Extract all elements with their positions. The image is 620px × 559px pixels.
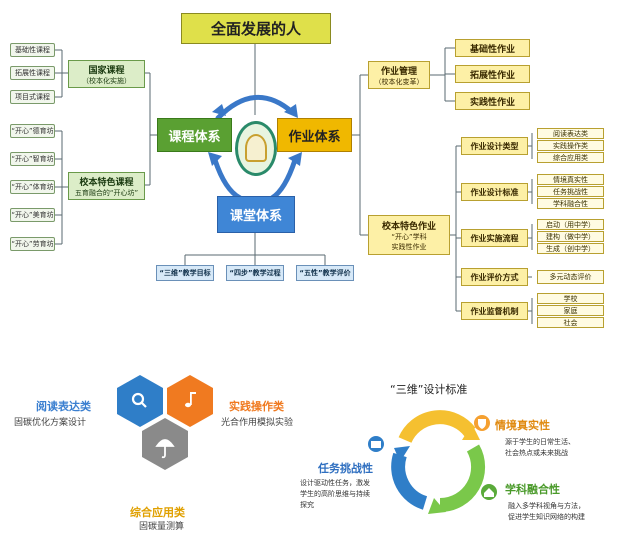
group-implementation-item-2: 建构（做中学） <box>537 231 604 242</box>
feature-course-title: 校本特色课程 <box>79 177 134 188</box>
group-implementation: 作业实施流程 <box>461 229 528 247</box>
feature-course-item-5: “开心”劳育坊 <box>10 237 55 251</box>
cycle-subject-desc2: 促进学生知识网络的构建 <box>508 513 585 521</box>
hex-read-sub: 固碳优化方案设计 <box>14 418 87 428</box>
homework-management-box: 作业管理 （校本化变革） <box>368 61 430 89</box>
feature-course-item-1: “开心”德育坊 <box>10 124 55 138</box>
cycle-situation-title: 情境真实性 <box>495 419 550 432</box>
group-design-standard: 作业设计标准 <box>461 183 528 201</box>
group-design-standard-item-3: 学科融合性 <box>537 198 604 209</box>
group-design-type-item-1: 阅读表达类 <box>537 128 604 139</box>
group-implementation-item-3: 生成（创中学） <box>537 243 604 254</box>
feature-homework-box: 校本特色作业 “开心”学科 实践性作业 <box>368 215 450 255</box>
cycle-title: “三维”设计标准 <box>390 383 468 396</box>
cycle-subject-desc1: 融入多学科视角与方法， <box>508 502 585 510</box>
umbrella-icon <box>155 439 175 459</box>
group-implementation-item-1: 启动（用中学） <box>537 219 604 230</box>
homework-system-label: 作业体系 <box>288 129 341 145</box>
homework-management-sub: （校本化变革） <box>374 77 424 86</box>
shield-icon <box>474 415 490 431</box>
hex-apply-title: 综合应用类 <box>130 506 185 519</box>
feature-course-sub: 五育融合的“开心坊” <box>74 188 139 197</box>
cycle-arc-yellow <box>398 410 476 444</box>
feature-homework-sub2: 实践性作业 <box>391 242 427 251</box>
cycle-situation-desc2: 社会热点或未来挑战 <box>505 449 568 457</box>
national-course-sub: （校本化实施） <box>82 76 131 85</box>
hex-practice-sub: 光合作用模拟实验 <box>221 418 294 428</box>
group-design-standard-item-2: 任务挑战性 <box>537 186 604 197</box>
feature-course-item-2: “开心”智育坊 <box>10 152 55 166</box>
classroom-item-1: “三维”教学目标 <box>156 265 214 281</box>
classroom-system-box: 课堂体系 <box>217 196 295 233</box>
feature-course-item-4: “开心”美育坊 <box>10 208 55 222</box>
national-item-1: 基础性课程 <box>10 43 55 57</box>
hex-read <box>117 375 163 427</box>
classroom-item-2: “四步”教学过程 <box>226 265 284 281</box>
hex-read-title: 阅读表达类 <box>36 400 91 413</box>
national-item-2: 拓展性课程 <box>10 66 55 80</box>
management-item-2: 拓展性作业 <box>455 65 530 83</box>
national-item-3: 项目式课程 <box>10 90 55 104</box>
management-item-1: 基础性作业 <box>455 39 530 57</box>
cycle-arc-green <box>439 444 486 513</box>
group-evaluation-item-1: 多元动态评价 <box>537 270 604 284</box>
group-design-type-item-3: 综合应用类 <box>537 152 604 163</box>
cycle-task-desc1: 设计驱动性任务，激发 <box>300 479 370 487</box>
cycle-task-desc2: 学生的高阶思维与持续 <box>300 490 370 498</box>
folder-icon <box>368 436 384 452</box>
national-course-title: 国家课程 <box>88 65 125 76</box>
classroom-item-3: “五性”教学评价 <box>296 265 354 281</box>
hex-apply-sub: 固碳量测算 <box>139 522 185 532</box>
cycle-task-title: 任务挑战性 <box>318 462 373 475</box>
music-note-icon <box>185 392 196 408</box>
feature-homework-title: 校本特色作业 <box>381 221 436 232</box>
national-course-box: 国家课程 （校本化实施） <box>68 60 145 88</box>
school-emblem-icon <box>235 121 277 176</box>
group-supervision: 作业监督机制 <box>461 302 528 320</box>
feature-course-item-3: “开心”体育坊 <box>10 180 55 194</box>
group-supervision-item-1: 学校 <box>537 293 604 304</box>
group-evaluation: 作业评价方式 <box>461 268 528 286</box>
course-system-box: 课程体系 <box>157 118 232 152</box>
cycle-subject-title: 学科融合性 <box>505 483 560 496</box>
cycle-arc-blue <box>391 452 428 510</box>
feature-homework-sub1: “开心”学科 <box>391 232 427 241</box>
management-item-3: 实践性作业 <box>455 92 530 110</box>
group-design-type-item-2: 实践操作类 <box>537 140 604 151</box>
homework-system-box: 作业体系 <box>277 118 352 152</box>
group-design-type: 作业设计类型 <box>461 137 528 155</box>
search-icon <box>131 392 147 408</box>
home-icon <box>481 484 497 500</box>
hex-practice-title: 实践操作类 <box>229 400 284 413</box>
cycle-situation-desc1: 源于学生的日常生活、 <box>505 438 575 446</box>
group-supervision-item-2: 家庭 <box>537 305 604 316</box>
cycle-task-desc3: 探究 <box>300 501 314 509</box>
classroom-system-label: 课堂体系 <box>229 209 282 224</box>
top-title: 全面发展的人 <box>210 20 301 38</box>
group-supervision-item-3: 社会 <box>537 317 604 328</box>
group-design-standard-item-1: 情境真实性 <box>537 174 604 185</box>
feature-course-box: 校本特色课程 五育融合的“开心坊” <box>68 172 145 200</box>
course-system-label: 课程体系 <box>168 129 221 145</box>
top-title-box: 全面发展的人 <box>181 13 331 44</box>
homework-management-title: 作业管理 <box>380 66 417 77</box>
